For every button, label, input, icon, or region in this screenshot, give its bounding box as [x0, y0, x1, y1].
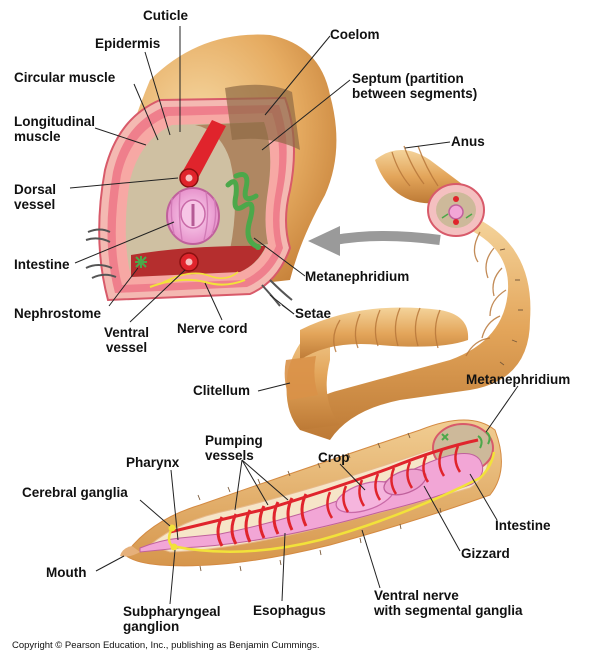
- label-septum: Septum (partition between segments): [352, 71, 477, 101]
- label-esophagus: Esophagus: [253, 603, 326, 618]
- cross-section-block: [86, 35, 336, 306]
- label-crop: Crop: [318, 450, 350, 465]
- label-subpharyngeal-ganglion: Subpharyngeal ganglion: [123, 604, 221, 634]
- label-gizzard: Gizzard: [461, 546, 510, 561]
- label-anus: Anus: [451, 134, 485, 149]
- label-setae: Setae: [295, 306, 331, 321]
- label-ventral-vessel: Ventral vessel: [104, 325, 149, 355]
- label-pharynx: Pharynx: [126, 455, 179, 470]
- label-metanephridium-body: Metanephridium: [466, 372, 570, 387]
- label-intestine-body: Intestine: [495, 518, 551, 533]
- label-coelom: Coelom: [330, 27, 380, 42]
- label-ventral-nerve: Ventral nerve with segmental ganglia: [374, 588, 523, 618]
- label-intestine-section: Intestine: [14, 257, 70, 272]
- label-pumping-vessels: Pumping vessels: [205, 433, 263, 463]
- label-metanephridium-section: Metanephridium: [305, 269, 409, 284]
- label-cerebral-ganglia: Cerebral ganglia: [22, 485, 128, 500]
- label-cuticle: Cuticle: [143, 8, 188, 23]
- label-circular-muscle: Circular muscle: [14, 70, 115, 85]
- label-clitellum: Clitellum: [193, 383, 250, 398]
- label-epidermis: Epidermis: [95, 36, 160, 51]
- subpharyngeal-ganglion-dot: [171, 544, 178, 551]
- label-dorsal-vessel: Dorsal vessel: [14, 182, 56, 212]
- label-nephrostome: Nephrostome: [14, 306, 101, 321]
- copyright-notice: Copyright © Pearson Education, Inc., pub…: [12, 640, 319, 651]
- label-mouth: Mouth: [46, 565, 86, 580]
- label-longitudinal-muscle: Longitudinal muscle: [14, 114, 95, 144]
- magnify-arrow: [308, 226, 440, 256]
- label-nerve-cord: Nerve cord: [177, 321, 248, 336]
- nephrostome-funnel: [135, 256, 147, 268]
- clitellum-band: [285, 356, 318, 400]
